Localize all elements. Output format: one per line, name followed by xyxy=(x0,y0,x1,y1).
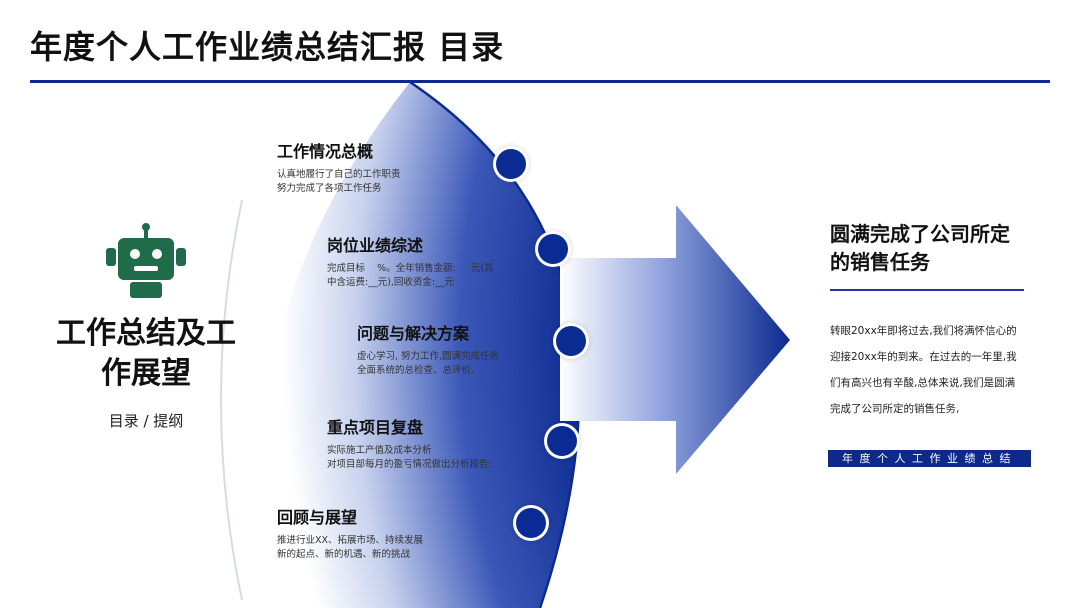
summary-body: 转眼20xx年即将过去,我们将满怀信心的 迎接20xx年的到来。在过去的一年里,… xyxy=(830,318,1042,422)
agenda-item-title: 重点项目复盘 xyxy=(327,418,424,437)
agenda-item-desc: 认真地履行了自己的工作职责 努力完成了各项工作任务 xyxy=(277,168,401,196)
agenda-item-desc-line2: 中含运费:__元),回收资金:__元 xyxy=(327,277,455,288)
agenda-item-title: 问题与解决方案 xyxy=(357,324,470,343)
agenda-item-desc-line1: 推进行业XX、拓展市场、持续发展 xyxy=(277,535,424,546)
title-underline xyxy=(30,80,1050,83)
summary-body-line2: 迎接20xx年的到来。在过去的一年里,我 xyxy=(830,351,1017,363)
agenda-item-desc: 完成目标 %。全年销售金额: 元(其 中含运费:__元),回收资金:__元 xyxy=(327,262,494,290)
agenda-marker-3 xyxy=(556,326,586,356)
section-title-line2: 作展望 xyxy=(101,356,191,391)
agenda-item-desc-line1: 完成目标 %。全年销售金额: 元(其 xyxy=(327,263,494,274)
agenda-item-desc-line1: 实际施工产值及成本分析 xyxy=(327,445,432,456)
summary-title-line2: 的销售任务 xyxy=(830,250,930,274)
summary-body-line3: 们有高兴也有辛酸,总体来说,我们是圆满 xyxy=(830,377,1016,389)
agenda-item-desc-line2: 对项目部每月的盈亏情况做出分析报告; xyxy=(327,459,492,470)
section-title: 工作总结及工 作展望 xyxy=(40,314,252,394)
summary-title-line1: 圆满完成了公司所定 xyxy=(830,222,1010,246)
summary-divider xyxy=(830,289,1024,291)
robot-icon xyxy=(106,223,186,298)
agenda-marker-1 xyxy=(496,149,526,179)
section-title-line1: 工作总结及工 xyxy=(56,316,236,351)
agenda-marker-4 xyxy=(547,426,577,456)
agenda-item-title: 回顾与展望 xyxy=(277,508,358,527)
agenda-item-title: 工作情况总概 xyxy=(277,142,374,161)
inner-arc xyxy=(220,199,243,601)
agenda-item-desc-line1: 认真地履行了自己的工作职责 xyxy=(277,169,401,180)
summary-title: 圆满完成了公司所定 的销售任务 xyxy=(830,220,1050,276)
agenda-marker-5 xyxy=(516,508,546,538)
page-title: 年度个人工作业绩总结汇报 目录 xyxy=(30,28,505,66)
summary-body-line1: 转眼20xx年即将过去,我们将满怀信心的 xyxy=(830,325,1017,337)
agenda-item-desc: 实际施工产值及成本分析 对项目部每月的盈亏情况做出分析报告; xyxy=(327,444,492,472)
summary-banner: 年度个人工作业绩总结 xyxy=(828,450,1031,467)
agenda-item-desc: 虚心学习, 努力工作,圆满完成任务 全面系统的总检查、总评价, xyxy=(357,350,499,378)
agenda-item-desc-line2: 努力完成了各项工作任务 xyxy=(277,183,382,194)
agenda-marker-2 xyxy=(538,234,568,264)
agenda-item-desc-line1: 虚心学习, 努力工作,圆满完成任务 xyxy=(357,351,500,362)
agenda-item-desc: 推进行业XX、拓展市场、持续发展 新的起点、新的机遇、新的挑战 xyxy=(277,534,423,562)
agenda-item-5: 回顾与展望 推进行业XX、拓展市场、持续发展 新的起点、新的机遇、新的挑战 xyxy=(277,504,423,562)
agenda-item-desc-line2: 全面系统的总检查、总评价, xyxy=(357,365,475,376)
agenda-item-1: 工作情况总概 认真地履行了自己的工作职责 努力完成了各项工作任务 xyxy=(277,138,401,196)
section-subtitle: 目录 / 提纲 xyxy=(108,412,184,430)
agenda-item-2: 岗位业绩综述 完成目标 %。全年销售金额: 元(其 中含运费:__元),回收资金… xyxy=(327,232,494,290)
summary-body-line4: 完成了公司所定的销售任务, xyxy=(830,403,960,415)
fan-shape xyxy=(267,82,579,608)
agenda-item-desc-line2: 新的起点、新的机遇、新的挑战 xyxy=(277,549,411,560)
agenda-item-3: 问题与解决方案 虚心学习, 努力工作,圆满完成任务 全面系统的总检查、总评价, xyxy=(357,320,499,378)
big-arrow xyxy=(560,205,790,474)
agenda-item-title: 岗位业绩综述 xyxy=(327,236,424,255)
agenda-item-4: 重点项目复盘 实际施工产值及成本分析 对项目部每月的盈亏情况做出分析报告; xyxy=(327,414,492,472)
